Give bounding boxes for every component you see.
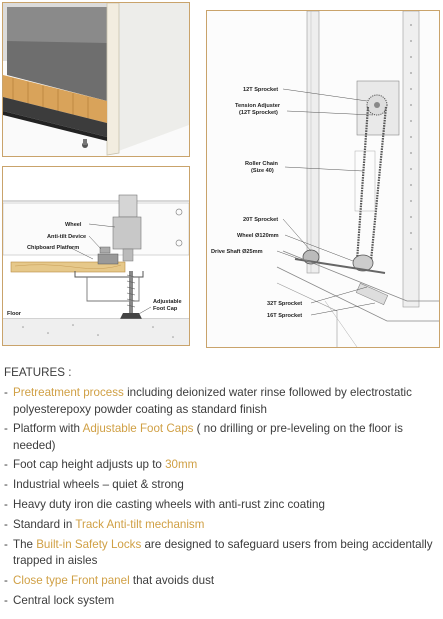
feature-highlight: Pretreatment process: [13, 386, 124, 400]
feature-text: that avoids dust: [129, 573, 215, 587]
feature-highlight: Close type Front panel: [13, 573, 130, 587]
foot-cap-label-1: Adjustable: [153, 299, 182, 305]
feature-highlight: Built-in Safety Locks: [36, 537, 142, 551]
feature-text: ( no drilling or pre-leveling on the flo…: [13, 422, 403, 452]
feature-item: Standard in Track Anti-tilt mechanism: [4, 517, 440, 534]
feature-item: Industrial wheels – quiet & strong: [4, 477, 440, 494]
sprocket-20t-label: 20T Sprocket: [243, 217, 278, 223]
feature-item: Central lock system: [4, 593, 440, 610]
cabinet-base-illustration: [3, 3, 189, 156]
feature-text: including deionized water rinse followed…: [13, 386, 412, 416]
sprocket-32t-label: 32T Sprocket: [267, 301, 302, 307]
feature-highlight: Track Anti-tilt mechanism: [75, 517, 205, 531]
tension-adjuster-label-1: Tension Adjuster: [235, 103, 281, 109]
feature-text: Platform with: [13, 422, 83, 436]
drive-mechanism-panel: 12T Sprocket Tension Adjuster (12T Sproc…: [206, 10, 440, 348]
feature-item: Foot cap height adjusts up to 30mm: [4, 457, 440, 474]
sprocket-16t-label: 16T Sprocket: [267, 313, 302, 319]
feature-item: Close type Front panel that avoids dust: [4, 573, 440, 590]
foot-cap-label-2: Foot Cap: [153, 306, 178, 312]
features-title: FEATURES :: [4, 366, 72, 379]
drive-shaft-label: Drive Shaft Ø25mm: [211, 249, 263, 255]
anti-tilt-label: Anti-tilt Device: [47, 234, 86, 240]
wheel-dia-label: Wheel Ø120mm: [237, 233, 279, 239]
feature-item: The Built-in Safety Locks are designed t…: [4, 537, 440, 570]
tension-adjuster-label-2: (12T Sprocket): [239, 110, 278, 116]
wheel-label: Wheel: [65, 222, 82, 228]
foot-cap-detail-panel: Wheel Anti-tilt Device Chipboard Platfor…: [2, 166, 190, 346]
feature-item: Heavy duty iron die casting wheels with …: [4, 497, 440, 514]
roller-chain-label-2: (Size 40): [251, 168, 274, 174]
feature-text: The: [13, 537, 37, 551]
feature-text: Standard in: [13, 517, 76, 531]
features-list: Pretreatment process including deionized…: [4, 385, 440, 609]
product-photo-panel: [2, 2, 190, 157]
feature-text: Heavy duty iron die casting wheels with …: [13, 498, 325, 512]
feature-item: Pretreatment process including deionized…: [4, 385, 440, 418]
feature-highlight: 30mm: [165, 458, 198, 472]
feature-text: Central lock system: [13, 593, 115, 607]
feature-highlight: Adjustable Foot Caps: [82, 422, 194, 436]
drive-mechanism-diagram: 12T Sprocket Tension Adjuster (12T Sproc…: [207, 11, 439, 347]
foot-cap-diagram: Wheel Anti-tilt Device Chipboard Platfor…: [3, 194, 189, 345]
feature-text: Foot cap height adjusts up to: [13, 458, 166, 472]
feature-text: Industrial wheels – quiet & strong: [13, 478, 184, 492]
floor-label: Floor: [7, 311, 22, 317]
features-section: FEATURES : Pretreatment process includin…: [4, 365, 440, 612]
sprocket-12t-label: 12T Sprocket: [243, 87, 278, 93]
roller-chain-label-1: Roller Chain: [245, 161, 279, 167]
feature-item: Platform with Adjustable Foot Caps ( no …: [4, 421, 440, 454]
feature-text: are designed to safeguard users from bei…: [13, 537, 433, 567]
chipboard-label: Chipboard Platform: [27, 245, 79, 251]
